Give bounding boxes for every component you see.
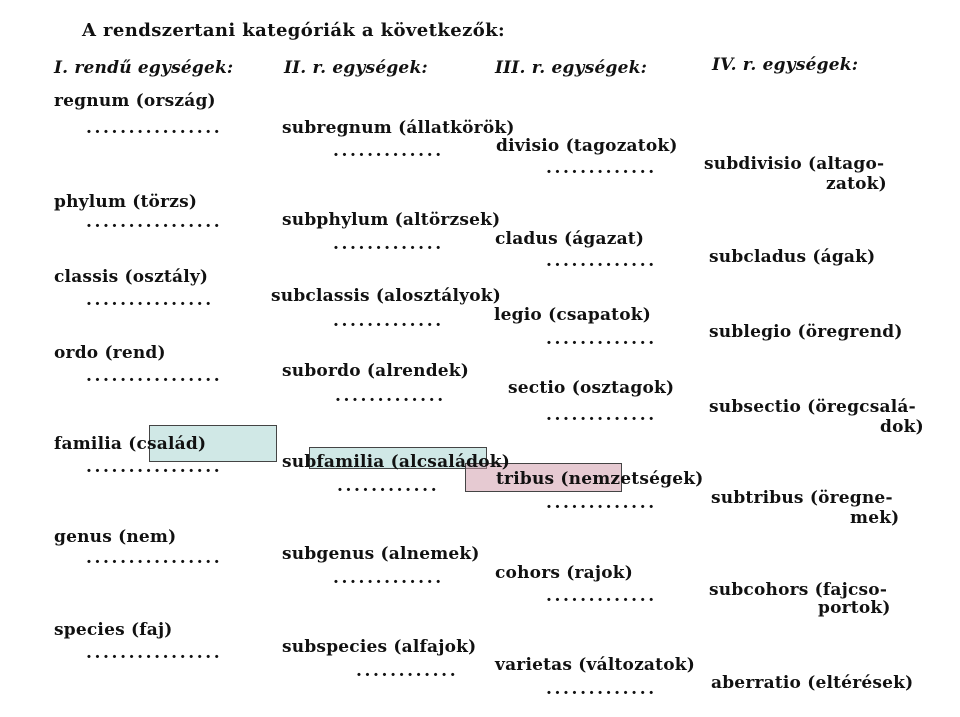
- rank1-genus: genus (nem): [54, 527, 177, 547]
- rank4-subtribus-cont: mek): [850, 508, 900, 528]
- rank2-subphylum: subphylum (altörzsek): [282, 210, 501, 230]
- rank4-subcohors-cont: portok): [818, 598, 891, 618]
- dot-leader: .............: [546, 586, 657, 606]
- rank3-sectio: sectio (osztagok): [508, 378, 675, 398]
- dot-leader: .............: [546, 329, 657, 349]
- dot-leader: .............: [333, 234, 444, 254]
- rank1-ordo: ordo (rend): [54, 343, 166, 363]
- rank4-subsectio-cont: dok): [880, 417, 924, 437]
- dot-leader: .............: [333, 311, 444, 331]
- header-rank-4: IV. r. egységek:: [712, 55, 859, 75]
- rank3-tribus: tribus (nemzetségek): [496, 469, 704, 489]
- page-title: A rendszertani kategóriák a következők:: [82, 20, 506, 41]
- rank2-subclassis: subclassis (alosztályok): [271, 286, 501, 306]
- rank2-subordo: subordo (alrendek): [282, 361, 470, 381]
- rank2-subspecies: subspecies (alfajok): [282, 637, 477, 657]
- header-rank-3: III. r. egységek:: [495, 58, 648, 78]
- dot-leader: ................: [86, 643, 223, 663]
- dot-leader: ...............: [86, 290, 214, 310]
- rank1-regnum: regnum (ország): [54, 91, 216, 111]
- rank3-cohors: cohors (rajok): [495, 563, 633, 583]
- rank2-subgenus: subgenus (alnemek): [282, 544, 480, 564]
- highlight-subfamilia: [309, 447, 487, 469]
- rank1-classis: classis (osztály): [54, 267, 209, 287]
- rank2-subregnum: subregnum (állatkörök): [282, 118, 515, 138]
- rank4-aberratio: aberratio (eltérések): [711, 673, 914, 693]
- rank1-phylum: phylum (törzs): [54, 192, 198, 212]
- dot-leader: .............: [546, 493, 657, 513]
- dot-leader: ............: [337, 476, 440, 496]
- rank4-subdivisio: subdivisio (altago-: [704, 154, 885, 174]
- dot-leader: .............: [546, 679, 657, 699]
- header-rank-1: I. rendű egységek:: [54, 58, 234, 78]
- rank2-subfamilia: subfamilia (alcsaládok): [282, 452, 511, 472]
- dot-leader: ............: [356, 661, 459, 681]
- dot-leader: ................: [86, 548, 223, 568]
- dot-leader: ................: [86, 118, 223, 138]
- rank1-familia: familia (család): [54, 434, 207, 454]
- rank4-subcladus: subcladus (ágak): [709, 247, 876, 267]
- rank3-divisio: divisio (tagozatok): [496, 136, 678, 156]
- highlight-familia: [149, 425, 277, 462]
- dot-leader: .............: [335, 386, 446, 406]
- rank1-species: species (faj): [54, 620, 173, 640]
- rank4-subcohors: subcohors (fajcso-: [709, 580, 888, 600]
- dot-leader: ................: [86, 366, 223, 386]
- rank4-subsectio: subsectio (öregcsalá-: [709, 397, 916, 417]
- rank4-subdivisio-cont: zatok): [826, 174, 887, 194]
- rank4-sublegio: sublegio (öregrend): [709, 322, 903, 342]
- dot-leader: .............: [546, 405, 657, 425]
- rank3-cladus: cladus (ágazat): [495, 229, 645, 249]
- dot-leader: ................: [86, 212, 223, 232]
- dot-leader: .............: [333, 568, 444, 588]
- rank3-varietas: varietas (változatok): [495, 655, 695, 675]
- dot-leader: .............: [546, 158, 657, 178]
- dot-leader: ................: [86, 457, 223, 477]
- dot-leader: .............: [333, 141, 444, 161]
- highlight-tribus: [465, 463, 622, 492]
- rank3-legio: legio (csapatok): [494, 305, 651, 325]
- dot-leader: .............: [546, 251, 657, 271]
- rank4-subtribus: subtribus (öregne-: [711, 488, 893, 508]
- header-rank-2: II. r. egységek:: [284, 58, 428, 78]
